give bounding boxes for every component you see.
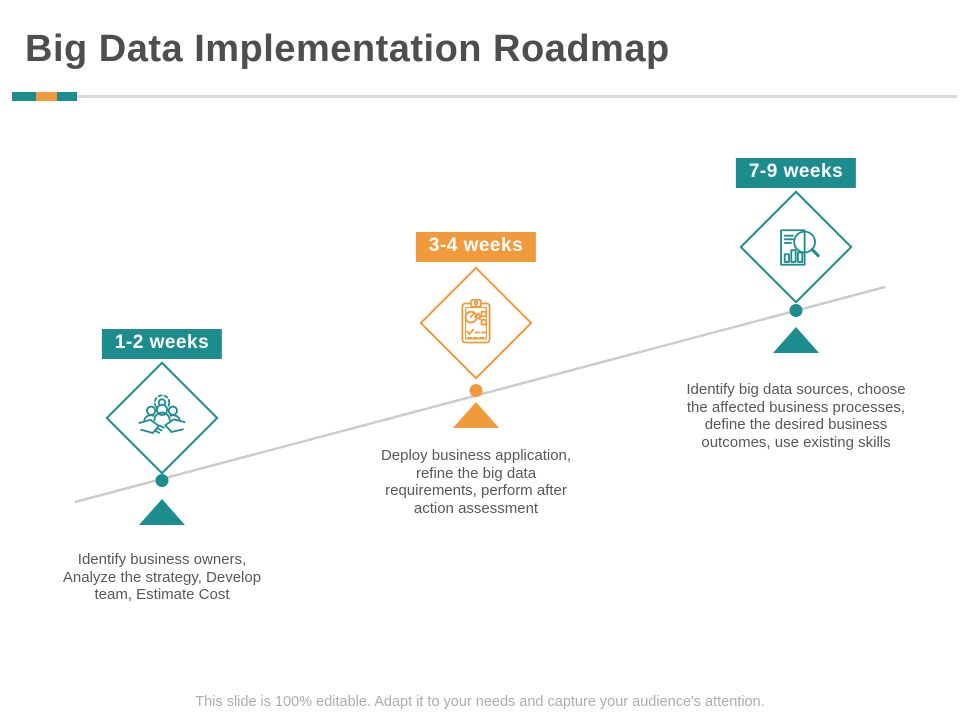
- timeline-dot: [155, 474, 169, 487]
- milestone-diamond: [419, 266, 533, 380]
- milestone-description: Identify big data sources, choose the af…: [686, 381, 906, 451]
- underline-accent-teal-2: [57, 92, 77, 101]
- pointer-triangle: [453, 402, 499, 428]
- clipboard-report-icon: [461, 298, 491, 344]
- underline-rule: [77, 95, 957, 98]
- chart-magnifier-icon: [780, 229, 820, 266]
- underline-accent-orange: [36, 92, 57, 101]
- duration-badge: 7-9 weeks: [735, 158, 857, 188]
- milestone-description: Identify business owners, Analyze the st…: [62, 551, 262, 604]
- timeline-dot: [469, 384, 483, 397]
- team-handshake-icon: [138, 394, 186, 434]
- timeline-dot: [789, 304, 803, 317]
- duration-badge: 1-2 weeks: [101, 329, 223, 359]
- milestone-description: Deploy business application, refine the …: [380, 447, 572, 517]
- title-underline: [12, 92, 957, 101]
- page-title: Big Data Implementation Roadmap: [25, 28, 670, 70]
- duration-badge: 3-4 weeks: [415, 232, 537, 262]
- milestone-diamond: [105, 361, 219, 475]
- milestone-diamond: [739, 190, 853, 304]
- pointer-triangle: [139, 499, 185, 525]
- pointer-triangle: [773, 327, 819, 353]
- underline-accent-teal: [12, 92, 36, 101]
- footer-note: This slide is 100% editable. Adapt it to…: [195, 694, 765, 710]
